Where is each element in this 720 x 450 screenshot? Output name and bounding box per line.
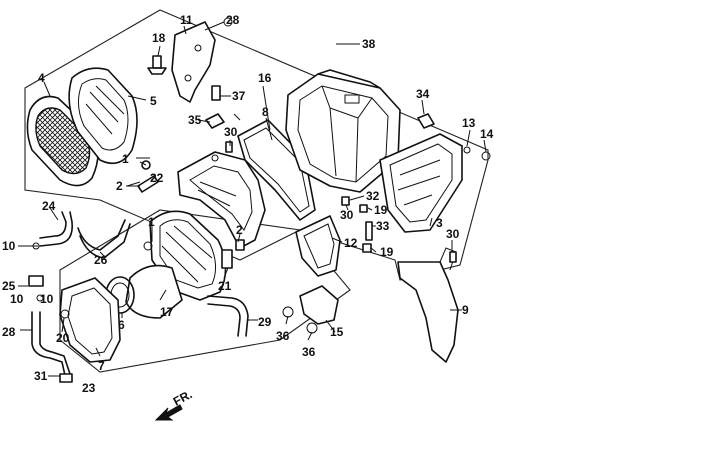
part-label-22: 22: [150, 171, 164, 185]
part-label-20: 20: [56, 331, 70, 345]
part-label-10-b: 10: [10, 292, 24, 306]
part-label-4: 4: [38, 71, 45, 85]
lower-bracket-part: [282, 285, 339, 334]
front-direction-indicator: FR.: [154, 387, 195, 421]
part-label-10-c: 10: [40, 292, 54, 306]
part-label-5: 5: [150, 94, 157, 108]
part-label-21: 21: [218, 279, 232, 293]
part-label-24: 24: [42, 199, 56, 213]
filter-frame-part: [68, 67, 138, 165]
part-label-36-b: 36: [302, 345, 316, 359]
part-label-29: 29: [258, 315, 272, 329]
part-label-28-b: 28: [2, 325, 16, 339]
part-label-38: 38: [362, 37, 376, 51]
part-label-7: 7: [98, 359, 105, 373]
part-label-15: 15: [330, 325, 344, 339]
part-label-10-a: 10: [2, 239, 16, 253]
side-cover-part: [379, 129, 491, 233]
part-label-33: 33: [376, 219, 390, 233]
side-plate-part: [295, 215, 341, 277]
bracket-part: [171, 17, 233, 103]
part-label-9: 9: [462, 303, 469, 317]
front-arrow-icon: [154, 404, 183, 421]
grommet-part: [417, 99, 435, 129]
part-label-30-a: 30: [224, 125, 238, 139]
air-box-part: [285, 69, 401, 193]
part-label-19-a: 19: [374, 203, 388, 217]
part-label-1-upper: 1: [122, 152, 129, 166]
part-label-14: 14: [480, 127, 494, 141]
breather-tube-part: [18, 211, 131, 259]
part-label-34: 34: [416, 87, 430, 101]
assembly-frame-upper: [24, 9, 489, 281]
part-label-3: 3: [436, 216, 443, 230]
air-filter-part: [26, 95, 99, 187]
part-label-28-a: 28: [226, 13, 240, 27]
hose-part: [207, 295, 258, 337]
part-label-30-b: 30: [340, 208, 354, 222]
part-label-32: 32: [366, 189, 380, 203]
part-label-6: 6: [118, 318, 125, 332]
lower-plate-part: [59, 277, 121, 363]
drain-tube-part: [18, 275, 73, 383]
upper-bracket-part: [177, 151, 266, 249]
part-label-31: 31: [34, 369, 48, 383]
part-label-19-b: 19: [380, 245, 394, 259]
part-label-11: 11: [180, 13, 193, 27]
part-label-13: 13: [462, 116, 476, 130]
part-label-37: 37: [232, 89, 246, 103]
part-label-12: 12: [344, 236, 358, 250]
part-label-26: 26: [94, 253, 108, 267]
part-label-25: 25: [2, 279, 16, 293]
part-label-30-c: 30: [446, 227, 460, 241]
hardware-parts: [32, 85, 457, 319]
part-label-35: 35: [188, 113, 202, 127]
part-labels: 1 1 2 2 3 4 5 6 7 8 9 10 10 10 11 12 13 …: [2, 13, 494, 395]
intake-boot-part: [105, 264, 183, 319]
part-label-1-lower: 1: [148, 215, 155, 229]
bolt-part: [147, 55, 167, 75]
part-label-8: 8: [262, 105, 269, 119]
part-label-2-lower: 2: [236, 223, 243, 237]
leader-lines: [43, 25, 453, 357]
part-label-16: 16: [258, 71, 272, 85]
front-direction-label: FR.: [171, 387, 195, 408]
part-label-17: 17: [160, 305, 174, 319]
mud-guard-part: [397, 247, 462, 363]
part-label-36-a: 36: [276, 329, 290, 343]
part-label-2-upper: 2: [116, 179, 123, 193]
part-label-23: 23: [82, 381, 96, 395]
gasket-part: [237, 119, 316, 221]
part-label-18: 18: [152, 31, 166, 45]
